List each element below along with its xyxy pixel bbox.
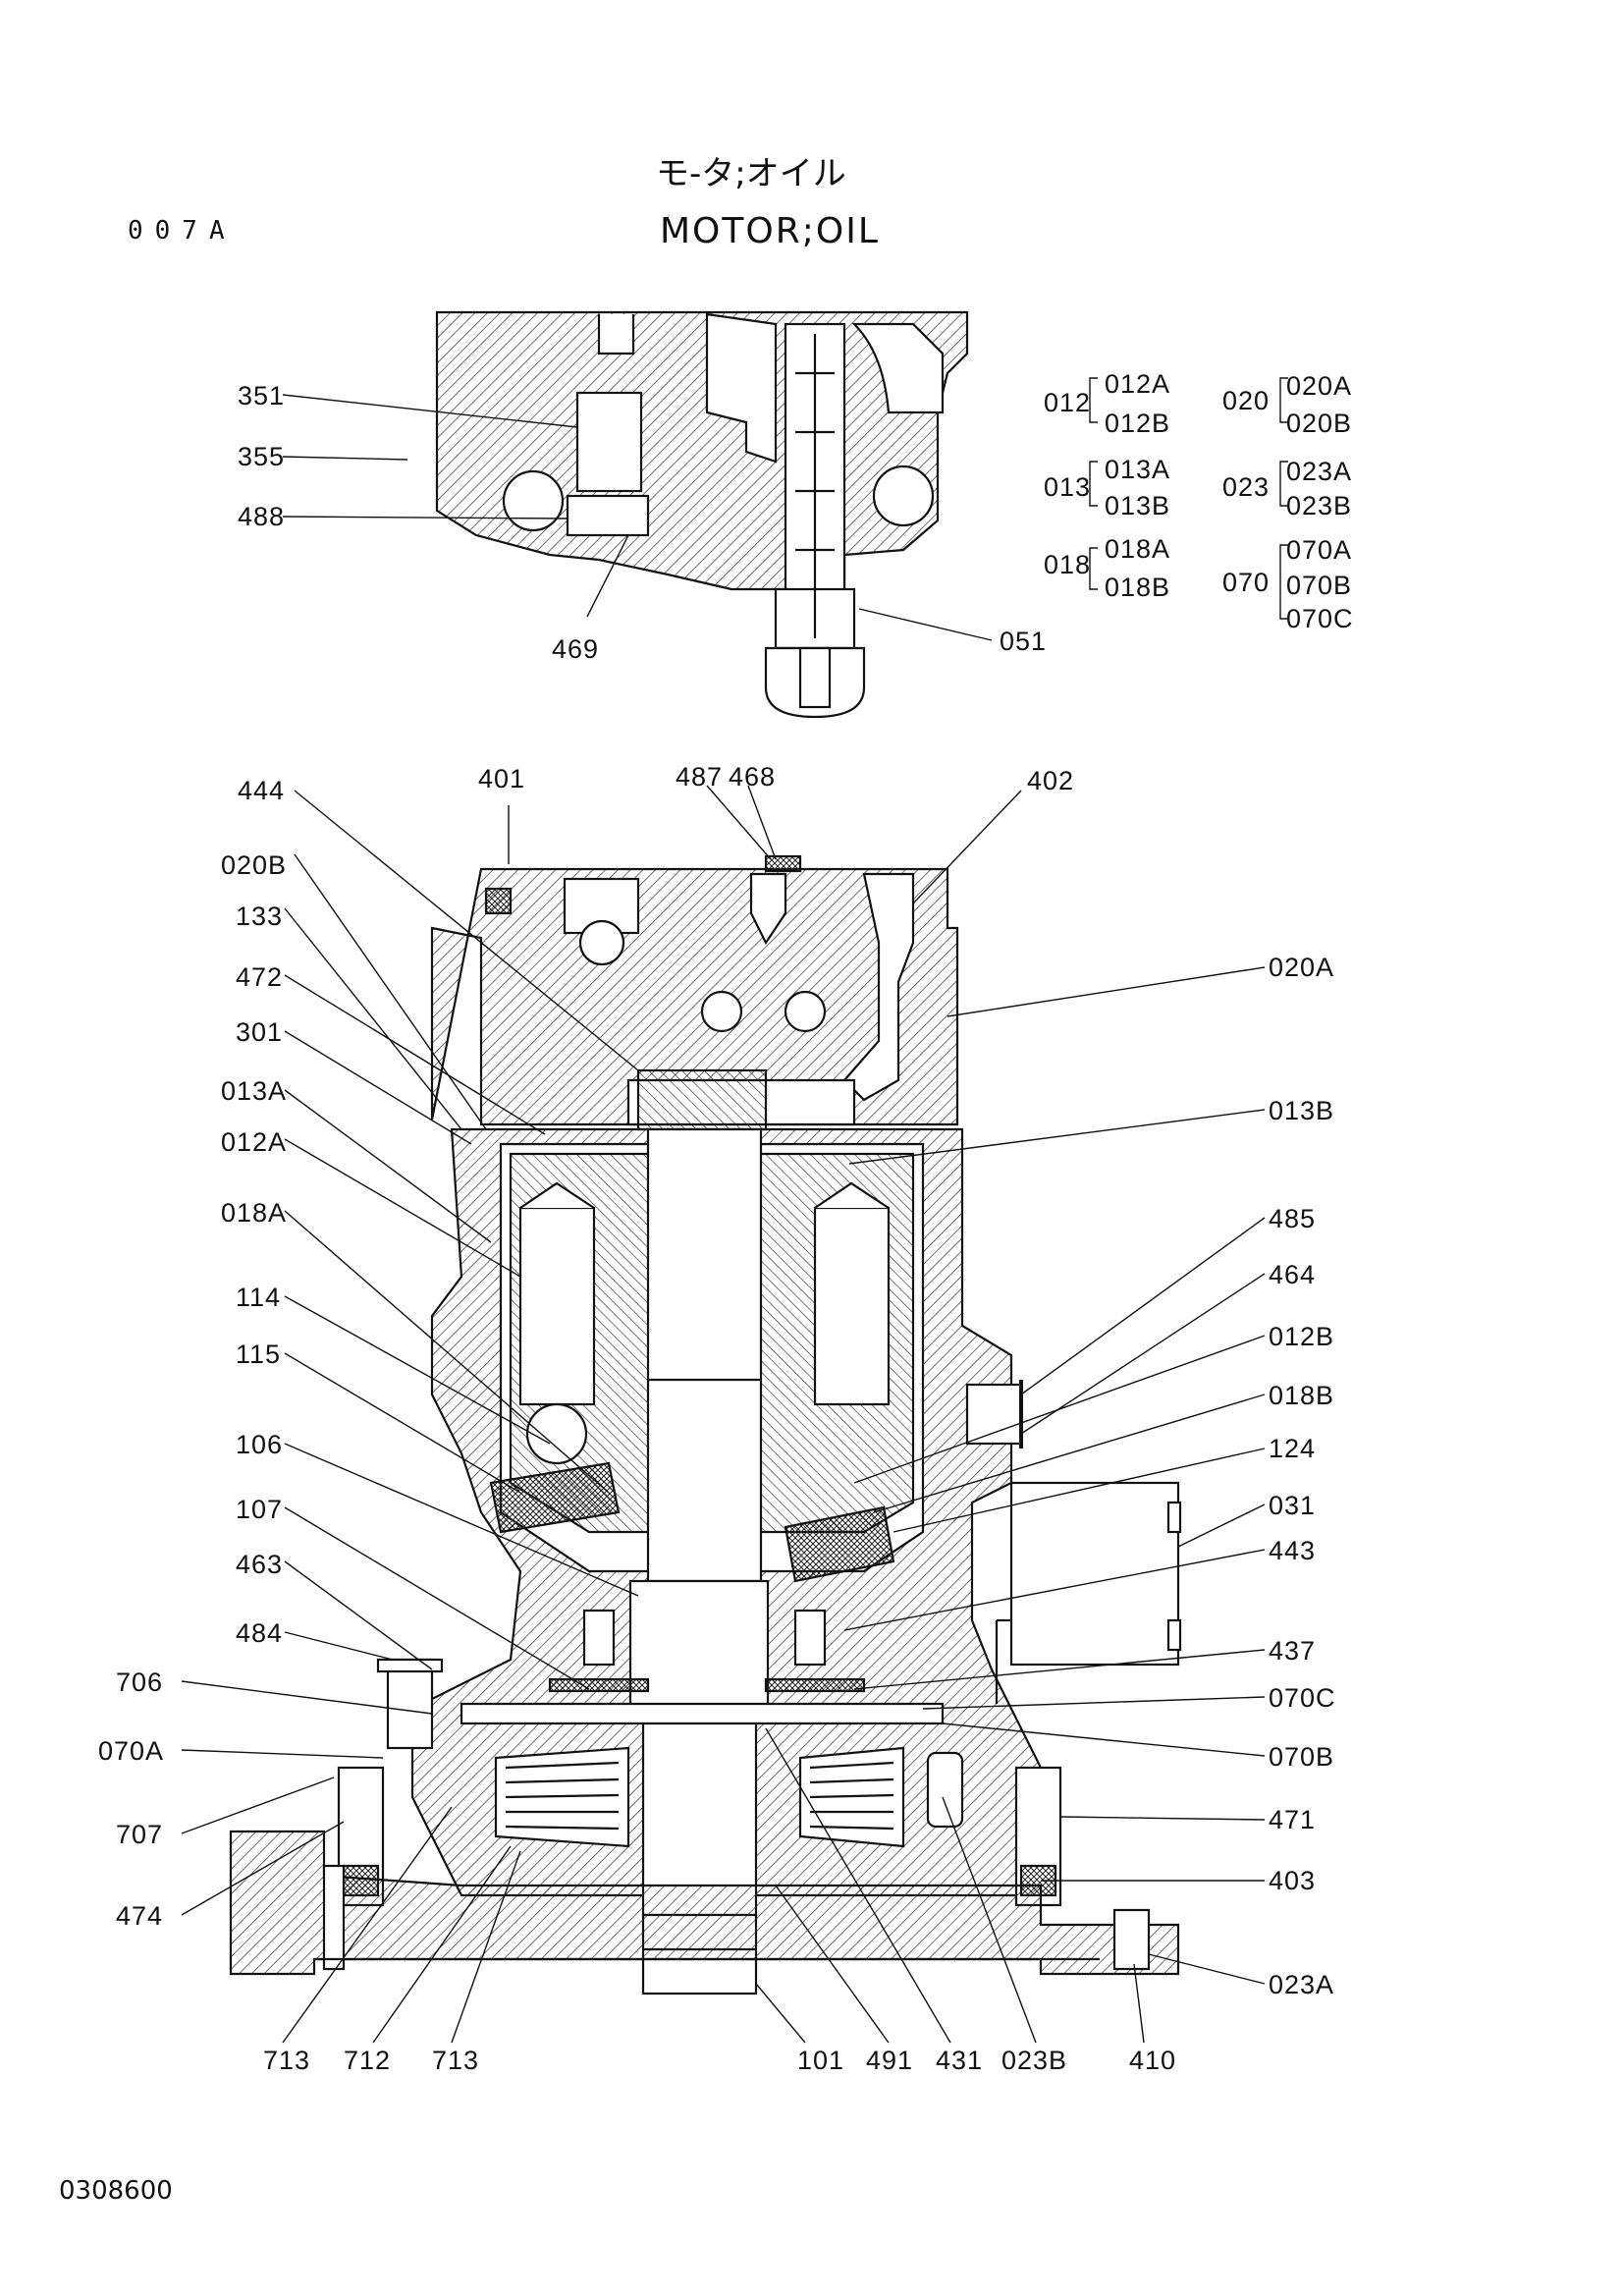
part-label-106: 106 [236, 1430, 284, 1459]
part-label-469: 469 [552, 634, 600, 664]
legend-parent: 070 [1222, 568, 1271, 597]
drawing-number: 0308600 [59, 2176, 173, 2206]
mounting-flange-403 [229, 1830, 1180, 1976]
part-label-020B: 020B [221, 850, 288, 880]
part-label-012A: 012A [221, 1127, 288, 1157]
part-label-472: 472 [236, 962, 284, 992]
part-label-464: 464 [1269, 1260, 1317, 1289]
part-label-444: 444 [238, 776, 286, 805]
part-label-484: 484 [236, 1618, 284, 1648]
top-view-valve-block [435, 310, 969, 719]
part-label-431: 431 [936, 2046, 984, 2075]
title-english: MOTOR;OIL [660, 211, 880, 251]
part-label-471: 471 [1269, 1805, 1317, 1834]
part-label-443: 443 [1269, 1536, 1317, 1565]
legend-child: 023B [1286, 491, 1353, 520]
part-label-013A: 013A [221, 1076, 288, 1106]
part-label-023B: 023B [1001, 2046, 1068, 2075]
part-label-351: 351 [238, 381, 286, 410]
part-label-012B: 012B [1269, 1322, 1335, 1351]
part-label-301: 301 [236, 1017, 284, 1047]
part-label-031: 031 [1269, 1491, 1317, 1520]
part-label-023A: 023A [1269, 1970, 1335, 1999]
part-label-401: 401 [478, 764, 526, 793]
legend-child: 013B [1105, 491, 1171, 520]
legend-child: 012B [1105, 409, 1171, 438]
part-label-713: 713 [432, 2046, 480, 2075]
part-label-488: 488 [238, 502, 286, 531]
part-label-133: 133 [236, 902, 284, 931]
legend-child: 070B [1286, 571, 1353, 600]
legend-child: 070A [1286, 535, 1353, 565]
part-label-463: 463 [236, 1550, 284, 1579]
main-section-view [229, 854, 1182, 1995]
title-japanese: モ-タ;オイル [656, 154, 846, 193]
part-label-013B: 013B [1269, 1096, 1335, 1125]
legend-child: 023A [1286, 457, 1353, 486]
part-label-491: 491 [866, 2046, 914, 2075]
legend-child: 013A [1105, 455, 1171, 484]
legend-child: 012A [1105, 369, 1171, 399]
drive-shaft-101 [628, 1068, 770, 1995]
part-label-070B: 070B [1269, 1742, 1335, 1772]
part-label-474: 474 [116, 1901, 164, 1931]
part-label-403: 403 [1269, 1866, 1317, 1895]
legend-child: 070C [1286, 604, 1354, 633]
leader-lines [181, 377, 1288, 2044]
part-label-114: 114 [236, 1283, 282, 1312]
bolt-471 [1014, 1766, 1062, 1907]
part-label-020A: 020A [1269, 953, 1335, 982]
legend-child: 018B [1105, 573, 1171, 602]
part-label-707: 707 [116, 1820, 164, 1849]
part-label-018B: 018B [1269, 1381, 1335, 1410]
part-label-487: 487 [676, 762, 724, 792]
part-label-706: 706 [116, 1667, 164, 1697]
legend-child: 018A [1105, 534, 1171, 564]
legend-parent: 012 [1044, 388, 1092, 417]
cartridge-valve-051 [764, 322, 866, 719]
page-code: 007A [128, 216, 237, 246]
spring-stack-left [494, 1746, 630, 1848]
legend-child: 020A [1286, 371, 1353, 401]
part-label-070A: 070A [98, 1736, 165, 1766]
part-label-402: 402 [1027, 766, 1075, 795]
legend-parent: 018 [1044, 550, 1092, 579]
part-label-018A: 018A [221, 1198, 288, 1228]
part-label-355: 355 [238, 442, 286, 471]
part-label-051: 051 [1000, 627, 1048, 656]
part-label-107: 107 [236, 1495, 284, 1524]
part-label-070C: 070C [1269, 1683, 1336, 1713]
legend-parent: 013 [1044, 472, 1092, 502]
part-label-468: 468 [729, 762, 777, 792]
spring-stack-right [798, 1746, 905, 1848]
part-label-115: 115 [236, 1339, 282, 1369]
part-label-124: 124 [1269, 1434, 1317, 1463]
part-label-712: 712 [344, 2046, 392, 2075]
part-label-101: 101 [797, 2046, 845, 2075]
part-label-713: 713 [263, 2046, 311, 2075]
part-label-410: 410 [1129, 2046, 1177, 2075]
legend-parent: 023 [1222, 472, 1271, 502]
legend-child: 020B [1286, 409, 1353, 438]
legend-parent: 020 [1222, 386, 1271, 415]
part-label-485: 485 [1269, 1204, 1317, 1233]
part-label-437: 437 [1269, 1636, 1317, 1666]
